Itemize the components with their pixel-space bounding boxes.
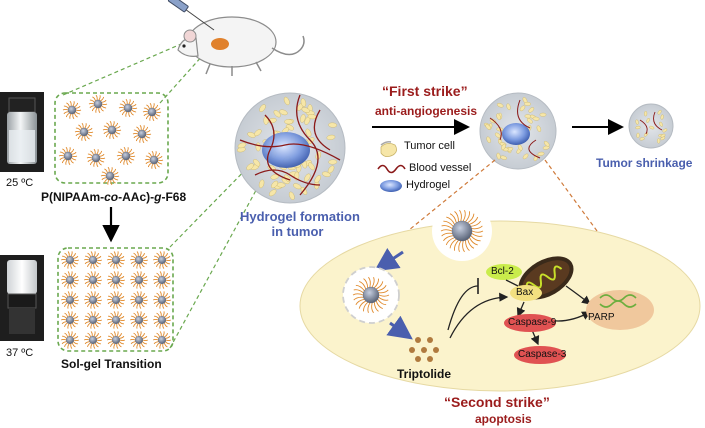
bax-node [510,285,542,301]
micelle-icon [106,251,126,269]
parp-node [586,290,654,330]
micelle-icon [102,120,122,140]
micelle-icon [86,148,106,168]
micelle-icon [58,146,78,166]
legend-hydrogel: Hydrogel [406,179,451,191]
vial-25c [0,92,44,172]
micelle-icon [88,94,108,114]
tumor-cell-legend-icon [380,141,397,157]
bcl2-label: Bcl-2 [491,266,514,277]
micelle-icon [60,271,80,289]
micelle-icon [83,291,103,309]
legend [377,141,406,192]
micelle-icon [152,271,172,289]
triptolide-label: Triptolide [397,367,451,381]
tumor-shrinkage-label: Tumor shrinkage [596,156,693,170]
micelle-icon [129,251,149,269]
sol-gel-transition-label: Sol-gel Transition [61,357,162,371]
drug-micelle-top [432,201,492,261]
micelle-icon [440,209,484,253]
micelle-icon [129,271,149,289]
micelle-icon [352,276,390,314]
micelle-icon [132,124,152,144]
tumor-after-first-strike [479,92,557,170]
micelle-icon [142,102,162,122]
caspase9-node [504,314,556,332]
hydrogel-formation-label: Hydrogel formation in tumor [240,209,360,239]
triptolide-molecules [409,337,439,362]
first-strike-title: “First strike” [382,83,468,99]
micelle-icon [60,291,80,309]
micelle-icon [83,251,103,269]
temp-37c-label: 37 ºC [6,347,34,359]
micelle-icon [152,311,172,329]
micelle-icon [106,291,126,309]
sol-micelle-box [54,92,169,186]
caspase3-label: Caspase-3 [518,349,567,360]
micelle-icon [106,271,126,289]
micelle-icon [129,291,149,309]
polymer-name: P(NIPAAm-co-AAc)-g-F68 [41,190,187,204]
second-strike-title: “Second strike” [444,394,550,410]
shrunken-tumor [628,103,674,149]
legend-blood-vessel: Blood vessel [409,162,472,174]
tumor-with-hydrogel [234,92,346,204]
micelle-icon [60,251,80,269]
parp-label: PARP [588,312,615,323]
micelle-icon [60,311,80,329]
caspase9-label: Caspase-9 [508,317,557,328]
micelle-icon [152,331,172,349]
micelle-icon [83,331,103,349]
micelle-icon [152,291,172,309]
mouse-illustration [177,16,305,76]
micelle-icon [106,331,126,349]
micelle-icon [62,100,82,120]
pathway-connectors [447,278,592,346]
micelle-icon [100,166,120,186]
bcl2-node [486,264,522,280]
legend-tumor-cell: Tumor cell [404,140,455,152]
dissociating-micelle [342,266,400,324]
micelle-icon [106,311,126,329]
second-strike-subtitle: apoptosis [475,412,532,426]
release-arrow [374,248,404,272]
micelle-icon [83,311,103,329]
first-strike-subtitle: anti-angiogenesis [375,104,478,118]
bax-label: Bax [516,287,534,298]
micelle-icon [60,331,80,349]
micelle-icon [118,98,138,118]
temp-25c-label: 25 ºC [6,177,34,189]
caspase3-node [514,346,566,364]
gel-micelle-box [57,247,174,352]
hydrogel-legend-icon [380,180,402,192]
micelle-icon [83,271,103,289]
blood-vessel-legend-icon [377,164,406,174]
vial-37c [0,255,44,341]
micelle-icon [116,146,136,166]
diffusion-arrow [386,315,413,340]
syringe-icon [167,0,215,31]
micelle-icon [129,311,149,329]
micelle-icon [129,331,149,349]
micelle-icon [152,251,172,269]
micelle-icon [144,150,164,170]
micelle-icon [74,122,94,142]
